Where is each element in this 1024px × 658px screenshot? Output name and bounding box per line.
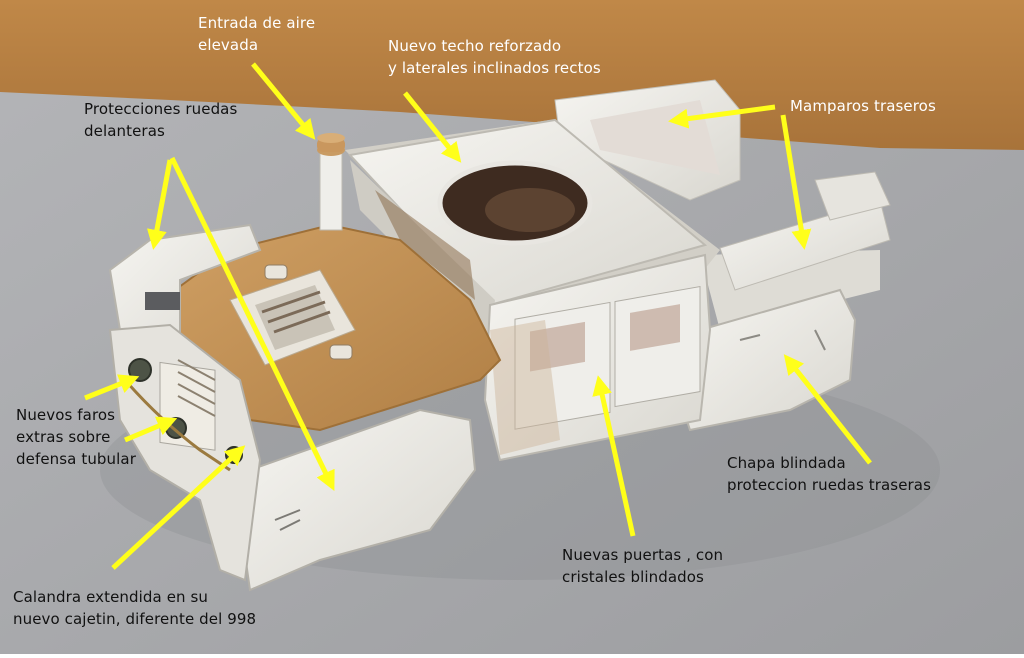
arrow-light-2 bbox=[124, 416, 178, 443]
arrow-roof bbox=[403, 91, 462, 163]
arrow-bulkhead-top bbox=[668, 104, 776, 129]
door-window-rear bbox=[630, 304, 680, 351]
extra-headlight bbox=[128, 358, 152, 382]
cardboard-wall bbox=[0, 0, 1024, 150]
annotation-arrows bbox=[84, 62, 872, 570]
arrow-bulkhead-bottom bbox=[780, 114, 812, 250]
arrow-front-guard-left bbox=[147, 159, 173, 250]
label-grille: Calandra extendida en su nuevo cajetin, … bbox=[13, 588, 257, 628]
label-rear-armor: Chapa blindada proteccion ruedas trasera… bbox=[727, 454, 932, 494]
arrow-doors bbox=[592, 375, 636, 537]
label-air-intake: Entrada de aire elevada bbox=[198, 14, 316, 54]
rear-bed bbox=[554, 79, 891, 330]
arrow-grille bbox=[111, 445, 246, 570]
label-lights: Nuevos faros extras sobre defensa tubula… bbox=[16, 406, 136, 468]
label-rear-bulkheads: Mamparos traseros bbox=[790, 97, 936, 115]
arrow-rear-armor bbox=[783, 354, 872, 465]
label-front-wheel-guards: Protecciones ruedas delanteras bbox=[84, 100, 238, 140]
hood-latch bbox=[329, 344, 353, 360]
door-window bbox=[530, 321, 585, 372]
rear-door bbox=[614, 285, 701, 408]
label-doors: Nuevas puertas , con cristales blindados bbox=[562, 546, 724, 586]
label-roof: Nuevo techo reforzado y laterales inclin… bbox=[388, 37, 601, 77]
arrow-front-guard-right bbox=[169, 156, 335, 491]
hood-latch bbox=[264, 264, 288, 280]
arrow-air-intake bbox=[251, 62, 316, 140]
grille-bars bbox=[177, 359, 216, 417]
arrow-light-1 bbox=[84, 374, 140, 401]
raised-air-intake bbox=[317, 133, 345, 231]
